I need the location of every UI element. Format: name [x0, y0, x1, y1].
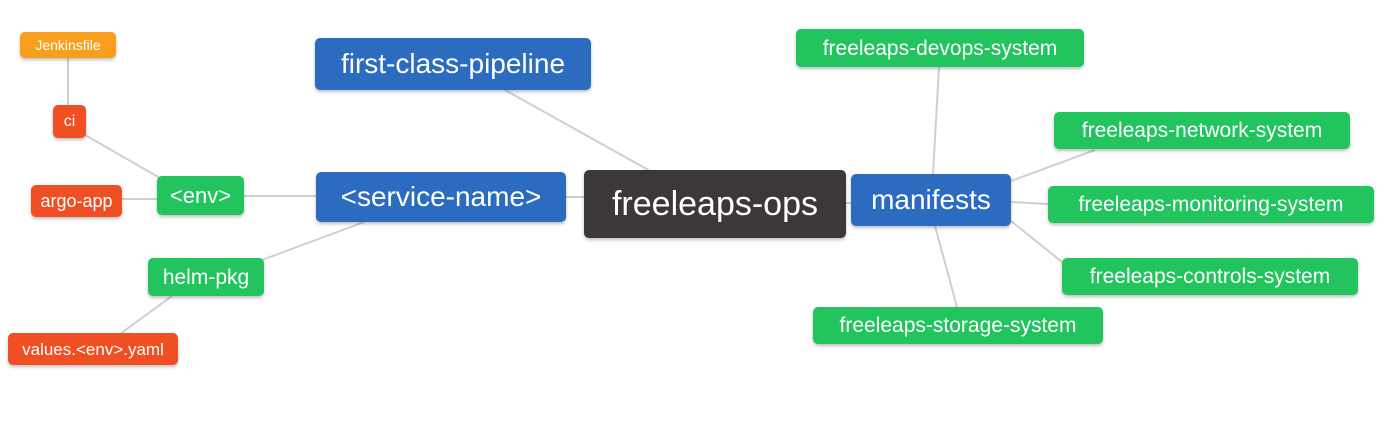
node-freeleaps-storage-system[interactable]: freeleaps-storage-system — [813, 307, 1103, 344]
node-freeleaps-devops-system[interactable]: freeleaps-devops-system — [796, 29, 1084, 67]
node-freeleaps-controls-system[interactable]: freeleaps-controls-system — [1062, 258, 1358, 295]
node-argo-app[interactable]: argo-app — [31, 185, 122, 217]
edge-manifests-freeleaps-monitoring-system — [1010, 201, 1049, 205]
node-env[interactable]: <env> — [157, 176, 244, 215]
node-first-class-pipeline[interactable]: first-class-pipeline — [315, 38, 591, 90]
edge-helm-pkg-service-name — [261, 221, 365, 261]
edge-manifests-freeleaps-network-system — [1010, 149, 1096, 182]
edge-first-class-pipeline-freeleaps-ops — [504, 89, 653, 173]
node-manifests[interactable]: manifests — [851, 174, 1011, 226]
node-ci[interactable]: ci — [53, 105, 86, 138]
node-freeleaps-monitoring-system[interactable]: freeleaps-monitoring-system — [1048, 186, 1374, 223]
node-jenkinsfile[interactable]: Jenkinsfile — [20, 32, 116, 58]
node-helm-pkg[interactable]: helm-pkg — [148, 258, 264, 296]
edge-manifests-freeleaps-controls-system — [1010, 220, 1063, 263]
edge-ci-env — [84, 134, 161, 179]
edge-values-env-yaml-helm-pkg — [119, 295, 173, 335]
node-service-name[interactable]: <service-name> — [316, 172, 566, 222]
edge-manifests-freeleaps-storage-system — [934, 225, 958, 308]
node-values-env-yaml[interactable]: values.<env>.yaml — [8, 333, 178, 365]
edge-manifests-freeleaps-devops-system — [932, 66, 940, 175]
node-freeleaps-network-system[interactable]: freeleaps-network-system — [1054, 112, 1350, 149]
node-freeleaps-ops[interactable]: freeleaps-ops — [584, 170, 846, 238]
